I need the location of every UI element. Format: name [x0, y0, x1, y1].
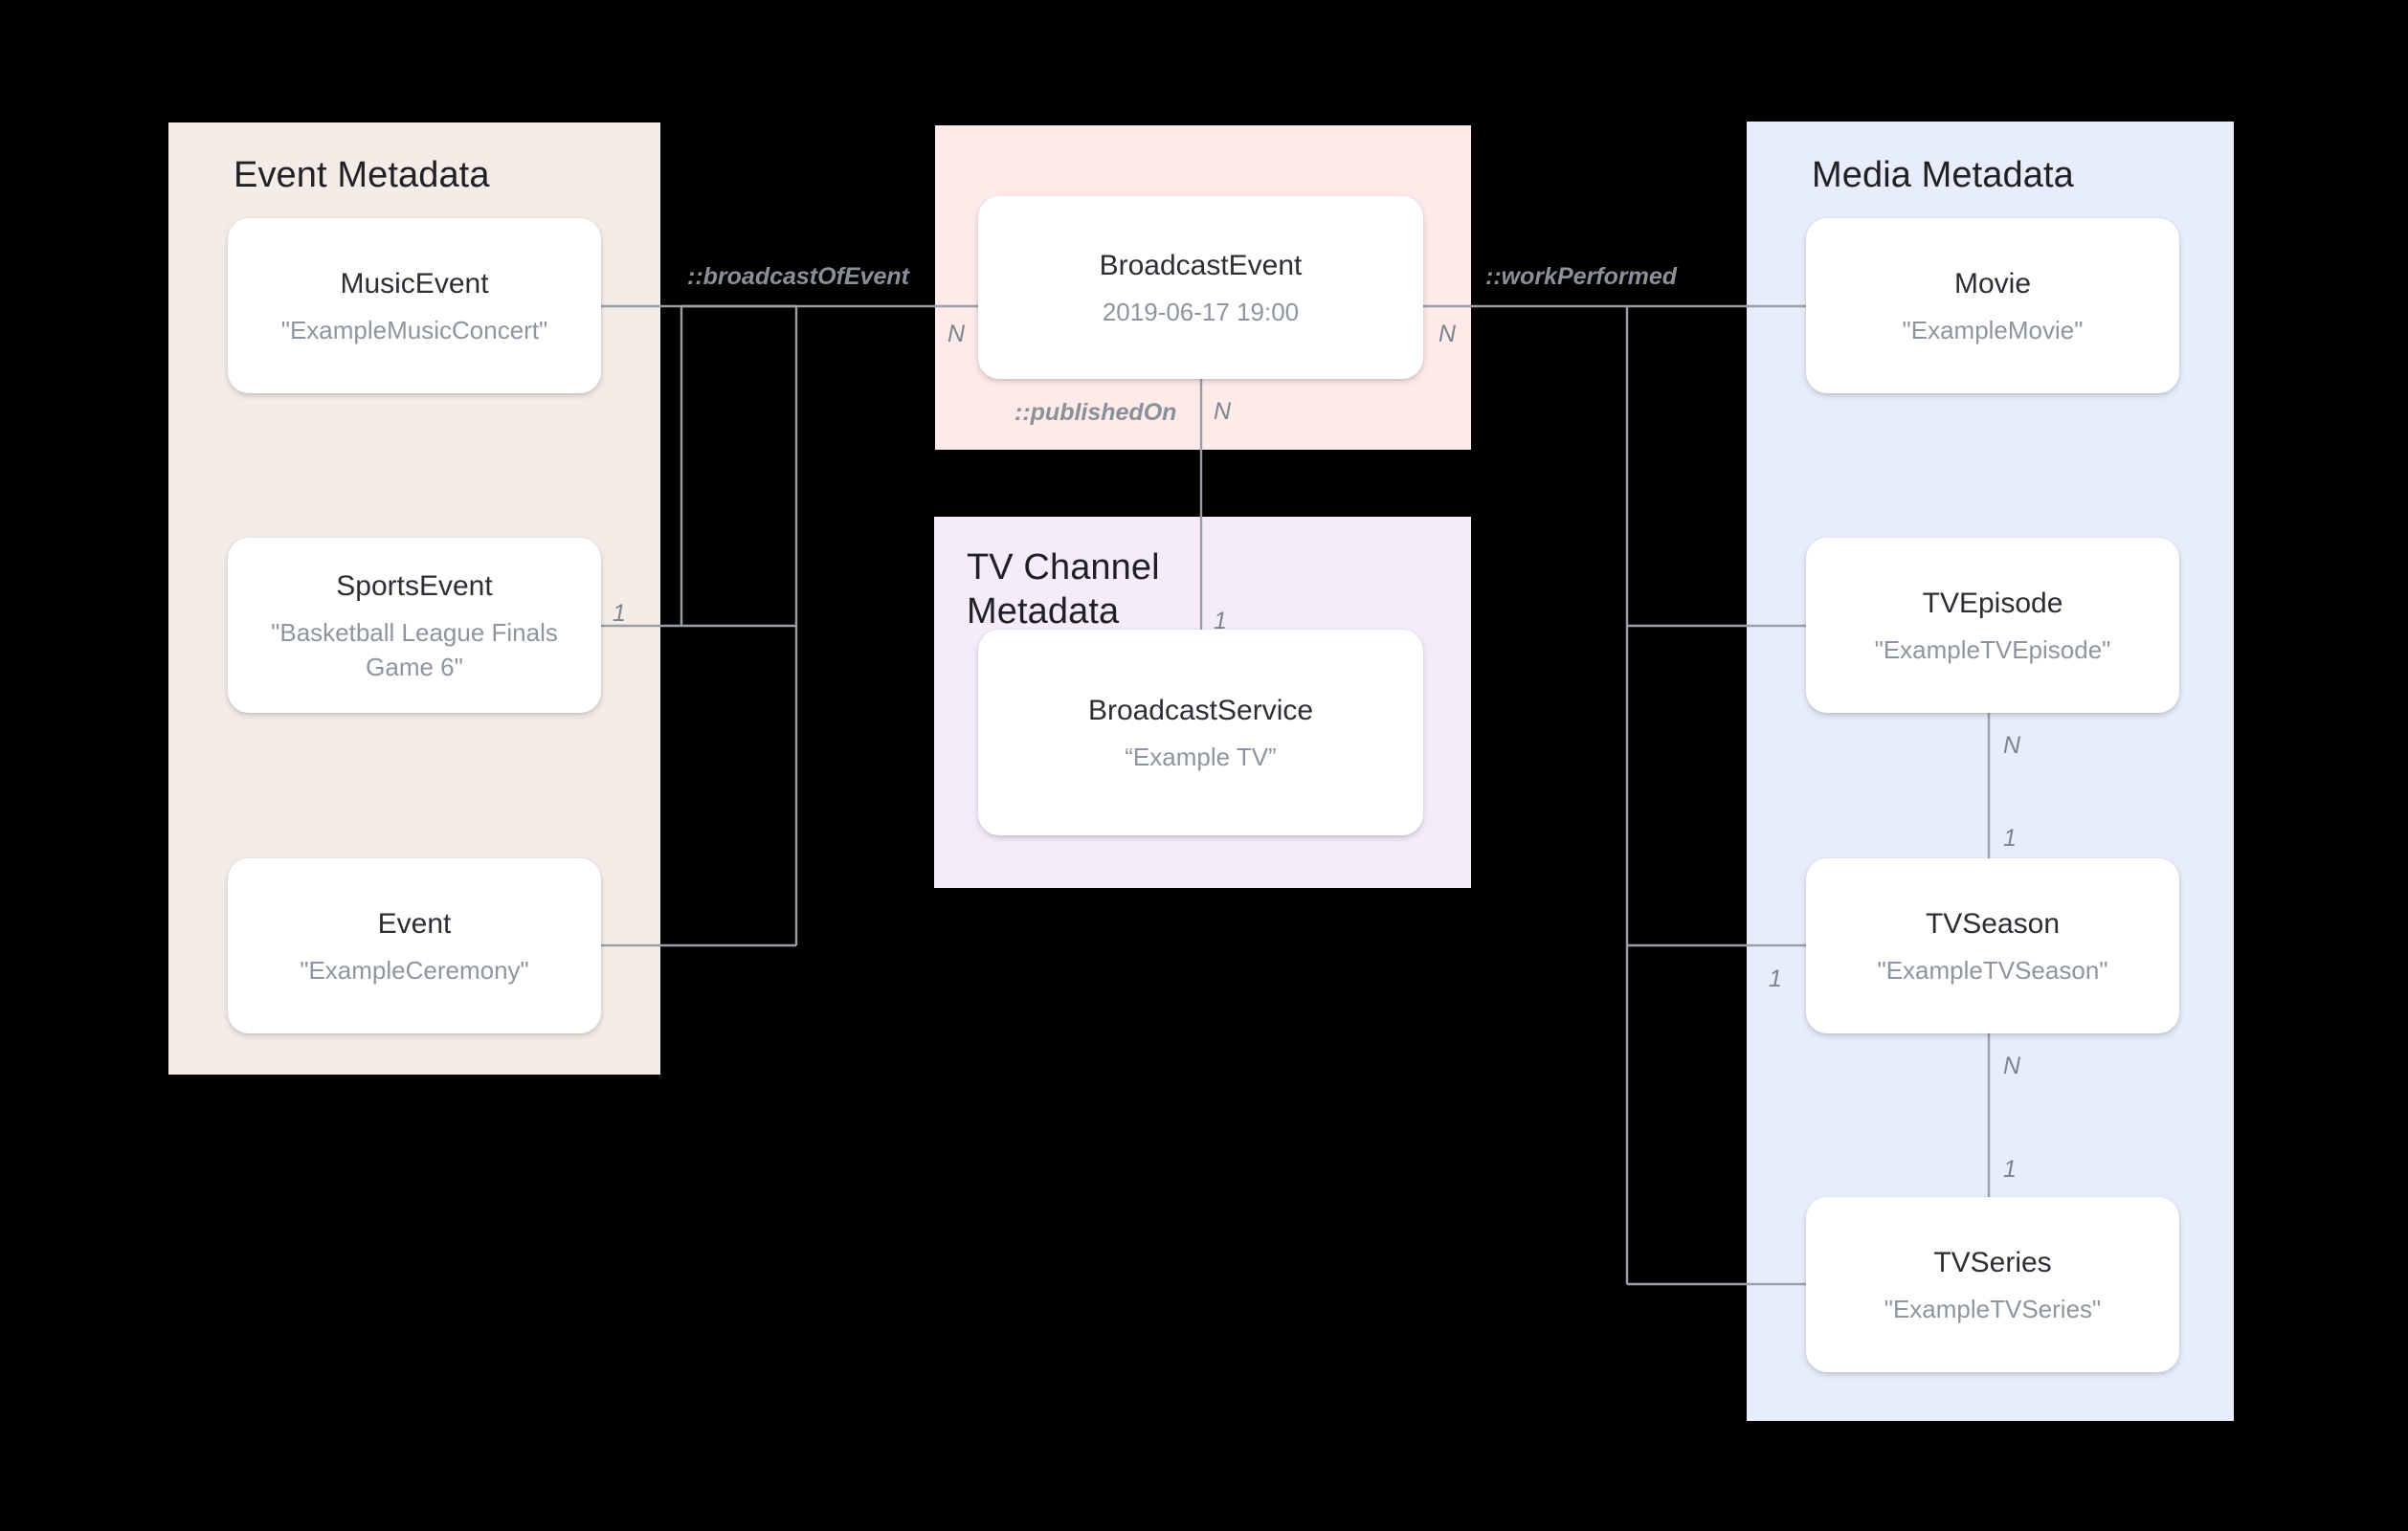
card-broadcast-event[interactable]: BroadcastEvent 2019-06-17 19:00: [978, 196, 1423, 379]
multiplicity-tv-season-left-1: 1: [1769, 965, 1782, 992]
card-title: TVSeason: [1925, 907, 2061, 940]
card-title: MusicEvent: [340, 267, 489, 300]
card-value: "ExampleTVEpisode": [1874, 634, 2111, 664]
card-title: Movie: [1953, 267, 2032, 300]
card-value: "ExampleTVSeason": [1877, 955, 2108, 985]
card-value: "ExampleMovie": [1902, 315, 2084, 344]
card-value: “Example TV”: [1125, 742, 1277, 771]
panel-title-tv-channel-metadata: TV Channel Metadata: [967, 547, 1160, 632]
multiplicity-published-on-n: N: [1214, 398, 1232, 425]
multiplicity-broadcast-event-right-n: N: [1438, 321, 1457, 347]
card-value: "ExampleCeremony": [300, 955, 529, 985]
card-value: 2019-06-17 19:00: [1102, 297, 1300, 326]
card-tv-series[interactable]: TVSeries "ExampleTVSeries": [1806, 1197, 2179, 1372]
card-music-event[interactable]: MusicEvent "ExampleMusicConcert": [228, 218, 601, 393]
multiplicity-tv-episode-season-n: N: [2003, 732, 2021, 759]
card-movie[interactable]: Movie "ExampleMovie": [1806, 218, 2179, 393]
panel-title-event-metadata: Event Metadata: [234, 155, 490, 195]
relation-label-published-on: ::publishedOn: [1014, 399, 1177, 426]
multiplicity-tv-season-series-n: N: [2003, 1053, 2021, 1079]
card-value: "ExampleMusicConcert": [280, 315, 548, 344]
card-tv-episode[interactable]: TVEpisode "ExampleTVEpisode": [1806, 538, 2179, 713]
panel-title-media-metadata: Media Metadata: [1812, 155, 2074, 195]
multiplicity-tv-season-episode-1: 1: [2003, 825, 2017, 852]
relation-label-broadcast-of-event: ::broadcastOfEvent: [687, 263, 909, 290]
card-broadcast-service[interactable]: BroadcastService “Example TV”: [978, 630, 1423, 835]
card-title: TVSeries: [1933, 1246, 2052, 1278]
relation-label-work-performed: ::workPerformed: [1485, 263, 1678, 290]
card-title: BroadcastEvent: [1099, 249, 1303, 281]
card-sports-event[interactable]: SportsEvent "Basketball League Finals Ga…: [228, 538, 601, 713]
multiplicity-broadcast-event-left-n: N: [948, 321, 966, 347]
multiplicity-tv-series-season-1: 1: [2003, 1156, 2017, 1183]
card-value: "Basketball League Finals Game 6": [271, 617, 558, 681]
card-title: BroadcastService: [1087, 694, 1314, 726]
multiplicity-broadcast-service-1: 1: [1214, 608, 1227, 634]
card-title: TVEpisode: [1922, 587, 2063, 619]
multiplicity-sports-event-1: 1: [613, 600, 626, 627]
card-title: Event: [377, 907, 452, 940]
card-tv-season[interactable]: TVSeason "ExampleTVSeason": [1806, 858, 2179, 1033]
card-title: SportsEvent: [336, 569, 493, 602]
card-event[interactable]: Event "ExampleCeremony": [228, 858, 601, 1033]
card-value: "ExampleTVSeries": [1884, 1294, 2102, 1323]
